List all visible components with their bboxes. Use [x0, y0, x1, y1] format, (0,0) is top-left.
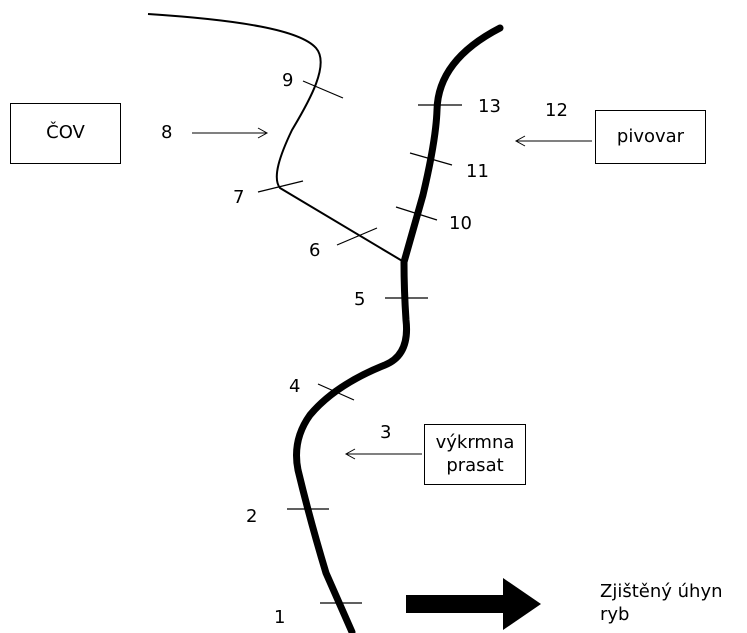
point-12-label: 12: [545, 100, 568, 121]
result-text: Zjištěný úhyn ryb: [600, 580, 723, 627]
point-3-label: 3: [380, 422, 392, 443]
arrow-pivovar: [514, 135, 592, 147]
result-line1: Zjištěný úhyn: [600, 581, 723, 602]
point-4-label: 4: [289, 376, 301, 397]
point-10-label: 10: [449, 213, 472, 234]
cov-label: ČOV: [46, 122, 85, 144]
point-4-mark: [317, 383, 355, 401]
cov-box: ČOV: [10, 103, 121, 164]
point-9-mark: [302, 80, 344, 99]
vykrmna-box: výkrmna prasat: [424, 424, 526, 485]
arrow-cov: [192, 127, 269, 139]
pivovar-label: pivovar: [616, 125, 685, 147]
point-5-label: 5: [354, 289, 366, 310]
point-1-label: 1: [274, 607, 286, 628]
point-11-mark: [409, 152, 453, 166]
vykrmna-label-line2: prasat: [446, 454, 504, 476]
tributary-stream: [147, 13, 405, 263]
point-6-label: 6: [309, 240, 321, 261]
point-2-label: 2: [246, 506, 258, 527]
point-6-mark: [336, 227, 378, 246]
point-11-label: 11: [466, 161, 489, 182]
result-line2: ryb: [600, 604, 630, 626]
arrow-vykrmna: [344, 448, 422, 460]
point-8-label: 8: [161, 122, 173, 143]
main-river: [293, 24, 504, 633]
vykrmna-label-line1: výkrmna: [435, 432, 515, 453]
point-10-mark: [395, 206, 438, 221]
result-arrow: [406, 578, 541, 630]
pivovar-box: pivovar: [595, 110, 706, 164]
point-9-label: 9: [282, 70, 294, 91]
point-7-label: 7: [233, 187, 245, 208]
point-7-mark: [257, 180, 304, 193]
point-13-label: 13: [478, 96, 501, 117]
